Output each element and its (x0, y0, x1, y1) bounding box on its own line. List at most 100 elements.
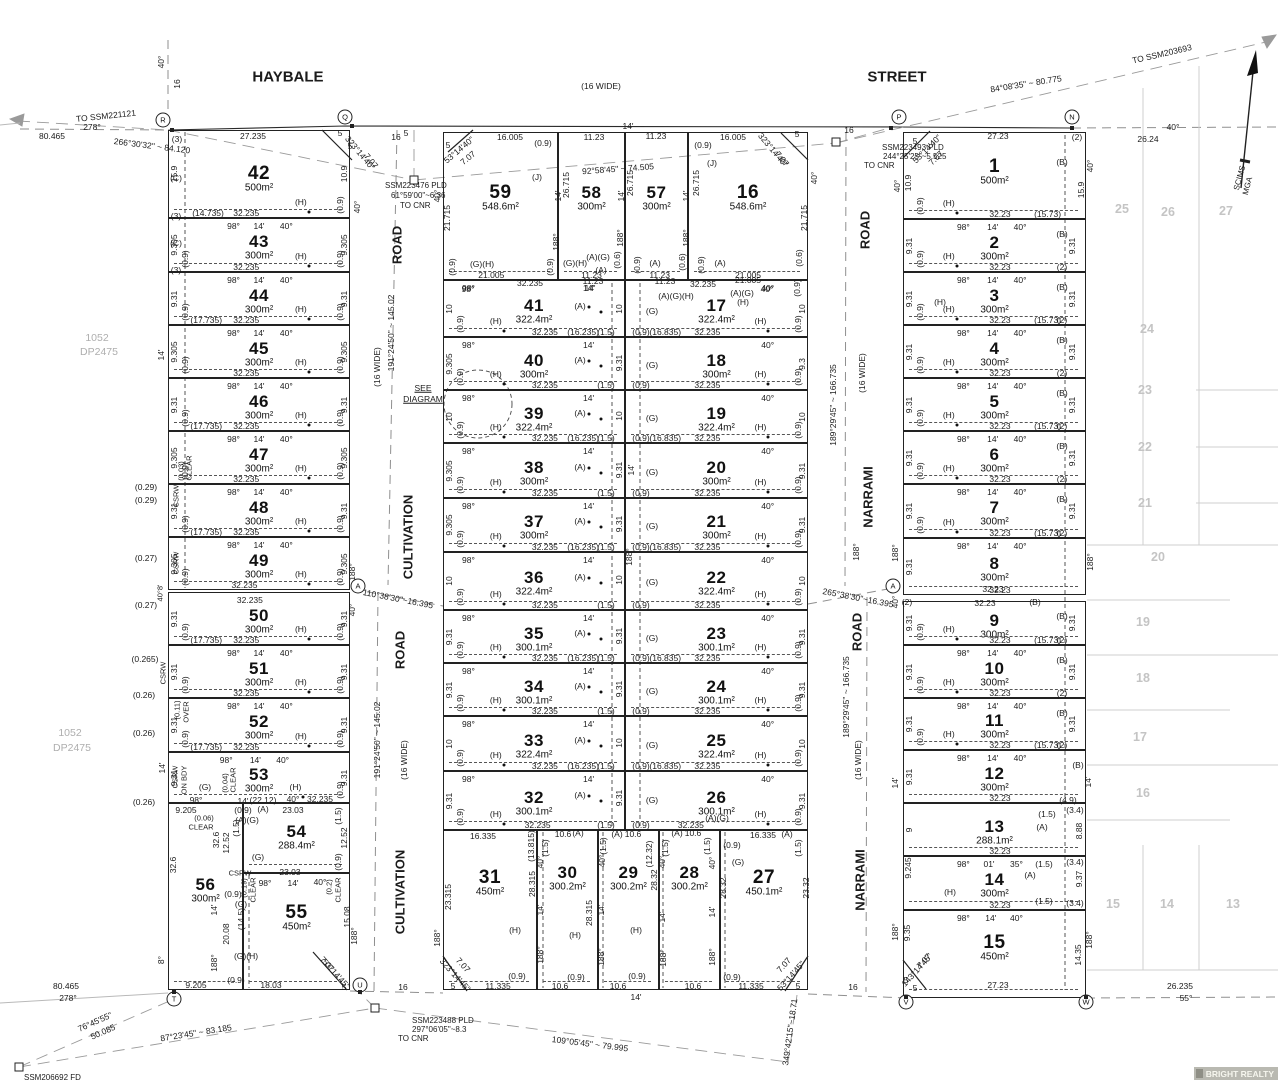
dim-label: 40° (761, 665, 775, 676)
dim-label: 14' (583, 500, 595, 511)
dim-label: (H) (489, 421, 502, 432)
lot-55 (243, 873, 350, 990)
dim-label: 40° (279, 380, 293, 391)
dim-label: 40° (761, 339, 775, 350)
lot-number: 6 (989, 444, 1000, 464)
dim-label: (H) (942, 356, 955, 367)
dim-label: (0.9) (792, 421, 803, 439)
dim-label: (0.9) (914, 623, 925, 641)
lot-16 (688, 132, 808, 280)
lot-area: 300m² (980, 782, 1009, 794)
dim-label: (2) (1056, 420, 1068, 431)
leader-dot (301, 795, 305, 799)
lot-number: 12 (984, 763, 1005, 783)
dim-label: (16 WIDE) (856, 353, 867, 393)
dim-label: 9.31 (903, 558, 914, 575)
dim-label: 98° (462, 718, 475, 729)
leader-dot (766, 763, 770, 767)
dim-label: (14.5) (235, 907, 246, 931)
dim-label: 98° (956, 647, 970, 658)
dim-label: ROAD (389, 225, 405, 265)
dim-label: 14' (680, 190, 691, 202)
dim-label: 9.31 (903, 715, 914, 733)
dim-label: (0.9) (334, 568, 345, 586)
easement-dashed-line (174, 689, 342, 690)
dim-label: 9.31 (1066, 502, 1077, 520)
dim-label: (0.9) (632, 819, 650, 830)
lot-2 (903, 219, 1086, 272)
lot-number: 23 (706, 623, 727, 643)
dim-label: ROAD (392, 630, 408, 670)
dim-label: 14' (987, 380, 999, 391)
dim-label: (0.9) (914, 250, 925, 268)
leader-dot (502, 822, 506, 826)
lot-number: 28 (679, 863, 700, 883)
boundary-mark (889, 126, 893, 130)
dim-label: (1.5) (230, 819, 241, 837)
lot-54 (243, 803, 350, 873)
dim-label: (17.735) (190, 526, 223, 537)
lot-15 (903, 910, 1086, 998)
lot-area: 300m² (191, 893, 220, 905)
leader-dot (587, 685, 591, 689)
dim-label: (H) (489, 808, 502, 819)
dim-label: 98° (227, 220, 240, 231)
leader-dot (502, 544, 506, 548)
dim-label: (A)(G) (730, 287, 754, 298)
leader-dot (766, 544, 770, 548)
dim-label: CLEAR (333, 877, 343, 903)
dim-label: 32.235 (694, 760, 721, 771)
dim-label: (0.9) (179, 356, 190, 374)
lot-number: 8 (989, 553, 1000, 573)
dim-label: (H) (294, 303, 307, 314)
dim-label: 14' (985, 912, 997, 923)
dim-label: 40° (891, 179, 902, 193)
dim-label: (H) (754, 694, 767, 705)
dim-label: 9.31 (903, 449, 914, 466)
dim-label: 14 (1160, 896, 1174, 911)
lot-area: 322.4m² (698, 314, 735, 326)
dim-label: 32.235 (233, 741, 260, 752)
dim-label: 9.31 (903, 768, 914, 785)
dim-label: 27.23 (987, 130, 1009, 141)
dim-label: 14' (583, 773, 595, 784)
dim-label: 5 (795, 980, 801, 991)
dim-label: (G) (645, 520, 659, 531)
dim-label: 11.23 (581, 269, 602, 280)
easement-dashed-line (909, 741, 1078, 742)
dim-label: 23.03 (279, 866, 301, 877)
dim-label: 26.24 (1137, 133, 1159, 144)
lot-area: 450.1m² (745, 886, 783, 898)
dim-label: (1.5) (597, 819, 615, 830)
dim-label: 14' (287, 877, 299, 888)
dim-label: (0.9) (914, 516, 925, 534)
dim-label: 40° (279, 433, 293, 444)
lot-number: 52 (249, 712, 269, 732)
easement-dashed-line (631, 654, 800, 655)
dim-label: 32.23 (974, 597, 996, 608)
dim-label: 14' (155, 349, 166, 361)
leader-dot (502, 435, 506, 439)
lot-42 (168, 130, 350, 218)
dim-label: 98° (462, 282, 475, 293)
dim-label: (A) (574, 515, 586, 526)
dim-label: 9.31 (443, 792, 454, 809)
dim-label: (H) (942, 197, 955, 208)
lot-48 (168, 484, 350, 537)
dim-label: 10 (443, 576, 454, 586)
dim-label: (H) (754, 808, 767, 819)
dim-label: SSM223476 PLD (385, 181, 447, 190)
boundary-mark (1084, 995, 1088, 999)
ssm-mark (409, 175, 419, 185)
dim-label: (0.9) (914, 462, 925, 480)
lot-44 (168, 272, 350, 325)
leader-dot (587, 739, 591, 743)
lot-number: 5 (989, 391, 1000, 411)
easement-dashed-line (543, 981, 590, 982)
dim-label: 40° (1013, 700, 1027, 711)
dim-label: 14' (253, 380, 265, 391)
dim-label: (0.9) (914, 728, 925, 746)
lot-area: 300m² (980, 357, 1009, 369)
dim-label: 40° (1013, 380, 1027, 391)
dim-label: 01' (983, 858, 995, 869)
